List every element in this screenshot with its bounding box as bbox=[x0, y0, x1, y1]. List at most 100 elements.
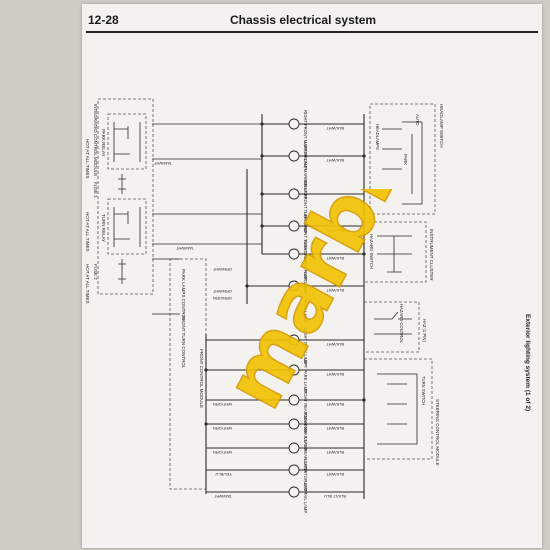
right-module-internals bbox=[374, 121, 423, 445]
steering-module-contacts bbox=[377, 373, 418, 445]
splice-dot bbox=[204, 422, 208, 426]
right-labels: HEADLAMP SWITCH HEADLAMPS PARK AUTO INST… bbox=[369, 104, 444, 466]
lamp-bulb-icon bbox=[288, 248, 300, 260]
component-label: HAZARD SWITCH bbox=[369, 234, 374, 269]
ground-wire-label: BLK/WHT bbox=[326, 158, 344, 163]
instrument-cluster-contacts bbox=[377, 235, 412, 273]
integrated-module-label: INTEGRATED CONTROL MODULE bbox=[93, 104, 98, 176]
lamp-bulb-icon bbox=[288, 364, 300, 376]
wire-color-label: TAN/WHT bbox=[154, 161, 172, 166]
lamp-label: RIGHT REAR LAMP bbox=[303, 413, 308, 452]
splice-dot bbox=[260, 122, 264, 126]
hot-at-all-times-label: HOT AT ALL TIMES bbox=[85, 264, 90, 304]
component-label: INSTRUMENT CLUSTER bbox=[429, 229, 434, 281]
left-labels: INTEGRATED CONTROL MODULE HOT AT ALL TIM… bbox=[85, 104, 204, 408]
lamp-label: RIGHT PARK LAMP bbox=[303, 328, 308, 366]
component-label: TURN SWITCH bbox=[421, 376, 426, 405]
fuse-2-symbol bbox=[118, 259, 126, 284]
headlamp-switch-contacts bbox=[382, 121, 423, 205]
section-title: Chassis electrical system bbox=[230, 13, 377, 27]
lamp-label: LEFT FRONT PARK LAMP bbox=[303, 272, 308, 323]
wires bbox=[205, 114, 365, 499]
wire-color-label: WHT/GRN bbox=[213, 426, 232, 431]
caption-text: Exterior lighting system (1 of 2) bbox=[524, 314, 531, 411]
hot-at-all-times-label: HOT AT ALL TIMES bbox=[85, 212, 90, 252]
splice-dot bbox=[362, 154, 366, 158]
hot-at-all-times-label: HOT AT ALL TIMES bbox=[85, 139, 90, 179]
lamp-bulb-icon bbox=[288, 486, 300, 498]
splice-dot bbox=[260, 154, 264, 158]
lamp-label: RIGHT FRONT PARK LAMP bbox=[303, 240, 308, 293]
instrument-cluster-box bbox=[363, 221, 427, 283]
lamp-bulb-icon bbox=[288, 118, 300, 130]
lamp-labels: RIGHT FRONT MARKER LAMP LEFT FRONT MARKE… bbox=[303, 110, 308, 513]
front-control-module-label: FRONT CONTROL MODULE bbox=[199, 349, 204, 408]
lamp-label: RIGHT REAR MARKER bbox=[303, 389, 308, 434]
ground-labels: BLK/WHT BLK/WHT BLK/WHT BLK/WHT BLK/WHT … bbox=[324, 126, 346, 499]
fuse-label: FUSE 1 bbox=[93, 182, 98, 198]
front-turn-control-label: FRONT TURN CONTROL bbox=[181, 316, 186, 369]
lamps-control-label: PARK LAMPS CONTROL bbox=[181, 269, 186, 321]
ground-wire-label: BLK/WHT bbox=[326, 472, 344, 477]
wire-color-label: TAN/WHT bbox=[214, 494, 232, 499]
ground-wire-label: BLK/WHT bbox=[326, 342, 344, 347]
watermark-logo: marbli bbox=[232, 189, 425, 424]
component-label: HAZ (1 PIN) bbox=[422, 319, 427, 342]
integrated-control-module-box bbox=[97, 98, 154, 295]
left-module-internals bbox=[113, 122, 262, 315]
lamp-bulb-icon bbox=[288, 150, 300, 162]
splice-dots bbox=[204, 122, 366, 426]
ground-wire-label: BLK/WHT bbox=[326, 228, 344, 233]
wire-color-label: TAN/WHT bbox=[176, 246, 194, 251]
lamp-label: LEFT STOP LAMP bbox=[303, 459, 308, 494]
splice-dot bbox=[260, 224, 264, 228]
wire-color-label: GRN/WHT bbox=[212, 267, 232, 272]
lamp-bulb-icon bbox=[288, 334, 300, 346]
lamp-bulb-icon bbox=[288, 280, 300, 292]
wire-labels: TAN/WHT TAN/WHT GRN/WHT GRN/ORN GRN/WHT … bbox=[154, 161, 232, 499]
component-label: HAZARD CONTROL bbox=[399, 304, 404, 344]
lamp-label: LEFT PARK LAMP bbox=[303, 358, 308, 393]
splice-dot bbox=[260, 192, 264, 196]
manual-page: 12-28 Chassis electrical system INTEGRAT… bbox=[82, 4, 542, 548]
wiring-diagram: INTEGRATED CONTROL MODULE HOT AT ALL TIM… bbox=[85, 98, 444, 513]
lamp-label: LEFT REAR LAMP bbox=[303, 437, 308, 473]
splice-dot bbox=[362, 252, 366, 256]
wire-color-label: WHT/GRN bbox=[213, 402, 232, 407]
hazard-switch-contacts bbox=[374, 311, 412, 335]
component-label: STEERING CONTROL MODULE bbox=[435, 399, 440, 466]
turn-relay-contacts bbox=[113, 207, 141, 247]
ground-wire-label: BLK/WHT bbox=[326, 450, 344, 455]
wire-color-label: GRN/ORN bbox=[213, 296, 232, 301]
ground-wire-label: BLK/LT BLU bbox=[324, 494, 346, 499]
lamps bbox=[288, 118, 300, 498]
lamp-bulb-icon bbox=[288, 418, 300, 430]
lamp-bulb-icon bbox=[288, 220, 300, 232]
wire-color-label: YEL/BLU bbox=[215, 472, 232, 477]
turn-relay-label: TURN RELAY bbox=[101, 214, 106, 242]
lamp-label: LEFT FRONT MARKER LAMP bbox=[303, 142, 308, 200]
component-label: HEADLAMPS bbox=[375, 124, 380, 150]
lamp-label: LEFT FRONT TURN LAMP bbox=[303, 212, 308, 263]
fuse-1-symbol bbox=[118, 174, 126, 194]
wire-color-label: GRN/WHT bbox=[212, 289, 232, 294]
lamp-bulb-icon bbox=[288, 394, 300, 406]
lamp-label: LEFT TAIL LAMP bbox=[303, 481, 308, 513]
park-relay-label: PARK RELAY bbox=[101, 129, 106, 157]
splice-dot bbox=[204, 368, 208, 372]
splice-dot bbox=[245, 284, 249, 288]
ground-wire-label: BLK/WHT bbox=[326, 402, 344, 407]
turn-relay-box bbox=[107, 198, 147, 255]
headlamp-switch-box bbox=[369, 103, 436, 215]
lamp-bulb-icon bbox=[288, 188, 300, 200]
watermark-text: marbli bbox=[232, 189, 424, 423]
header-rule bbox=[86, 31, 538, 33]
module-outputs bbox=[152, 123, 262, 315]
page-number: 12-28 bbox=[88, 13, 119, 27]
lamp-bulb-icon bbox=[288, 464, 300, 476]
fuse-label: FUSE 2 bbox=[93, 264, 98, 280]
diagram-caption: Exterior lighting system (1 of 2) bbox=[524, 314, 531, 411]
ground-wire-label: BLK/WHT bbox=[326, 288, 344, 293]
splice-dot bbox=[362, 398, 366, 402]
ground-wire-label: BLK/WHT bbox=[326, 426, 344, 431]
